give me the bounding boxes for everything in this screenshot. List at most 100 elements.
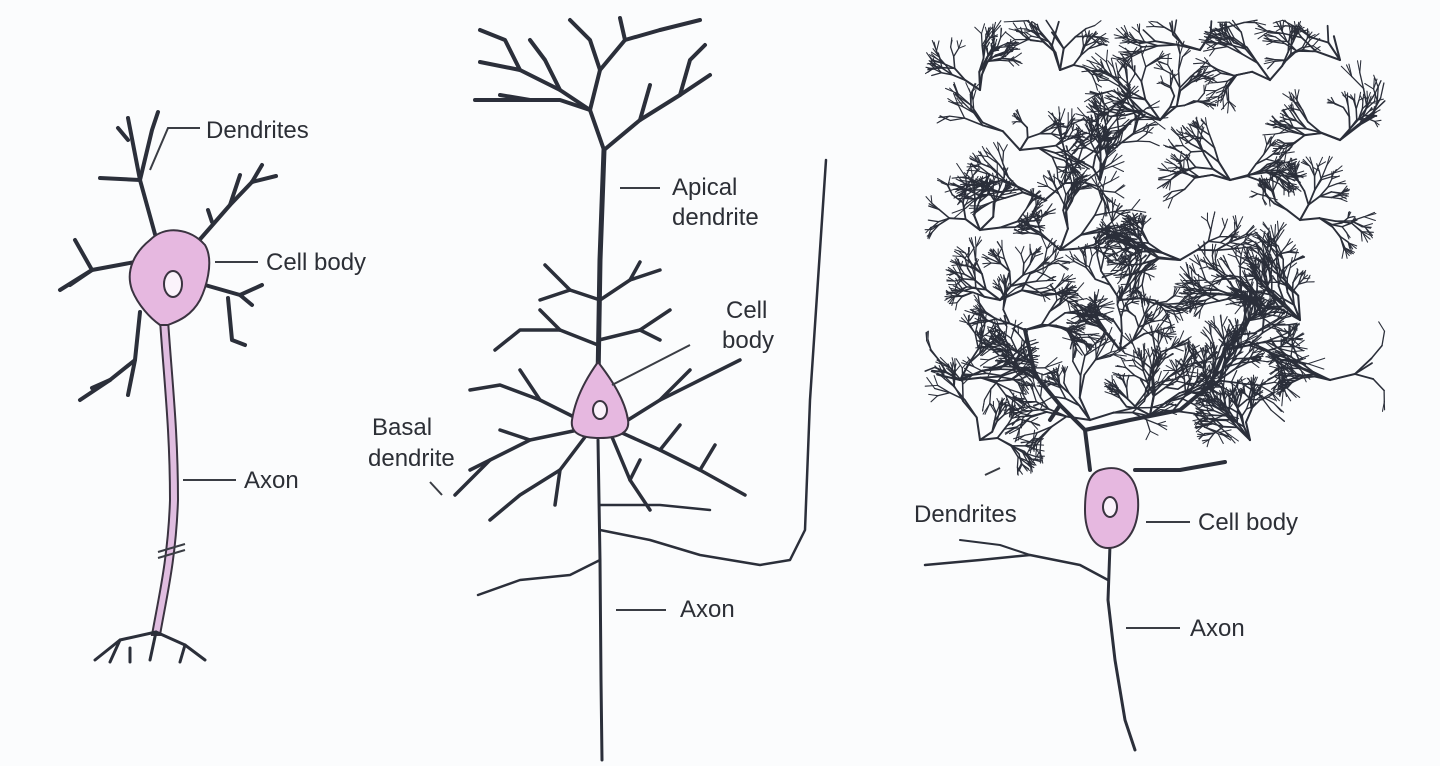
dendrite-branch xyxy=(1247,314,1263,322)
dendrite-branch xyxy=(1180,364,1193,371)
dendrite-branch xyxy=(1286,158,1297,163)
dendrite-branch xyxy=(1079,355,1086,377)
dendrite-branch xyxy=(989,388,992,405)
dendrite-branch xyxy=(1040,288,1056,294)
dendrite-branch xyxy=(1026,132,1041,139)
dendrite-branch xyxy=(1258,178,1271,182)
dendrite-branch xyxy=(1353,373,1375,380)
dendrite-branch xyxy=(1070,255,1081,262)
dendrite-branch xyxy=(1072,54,1082,66)
dendrite-branch xyxy=(1318,217,1333,226)
dendrite-branch xyxy=(1017,427,1021,441)
dendrite-branch xyxy=(1193,362,1205,370)
dendrite-branch xyxy=(1060,275,1070,282)
dendrite-branch xyxy=(1182,285,1194,294)
dendrite-branch xyxy=(1101,272,1116,278)
dendrite-branch xyxy=(1156,370,1162,384)
dendrite-branch xyxy=(1029,254,1033,265)
dendrite-branch xyxy=(1160,346,1172,357)
dendrite-branch xyxy=(972,89,977,101)
cell-body-leader-2 xyxy=(611,344,691,386)
dendrite-branch xyxy=(1257,351,1266,361)
dendrite-branch xyxy=(947,175,951,186)
dendrite-branch xyxy=(1093,199,1103,217)
apical-dendrite-label-1: Apical xyxy=(672,174,737,201)
dendrite-branch xyxy=(1140,221,1144,233)
dendrite-branch xyxy=(1096,185,1103,201)
dendrite-branch xyxy=(1208,134,1216,149)
dendrite-branch xyxy=(1147,381,1162,396)
dendrite-branch xyxy=(1339,198,1348,203)
dendrite-branch xyxy=(953,47,960,58)
dendrite-branch xyxy=(1094,355,1112,361)
dendrite-branch xyxy=(1331,226,1342,239)
dendrite-branch xyxy=(1231,337,1237,351)
dendrite-branch xyxy=(989,403,997,414)
dendrite-branch xyxy=(1009,282,1025,287)
dendrite-branch xyxy=(1173,19,1178,34)
dendrite-branch xyxy=(1065,207,1069,230)
dendrite-branch xyxy=(1163,191,1173,198)
dendrite-branch xyxy=(1003,426,1018,430)
dendrite-branch xyxy=(1144,257,1160,271)
dendrite-branch xyxy=(1025,200,1034,211)
dendrite-branch xyxy=(1230,331,1238,341)
dendrite-branch xyxy=(1064,309,1085,314)
dendrite-branch xyxy=(1177,309,1184,322)
dendrite-branch xyxy=(1067,179,1079,193)
dendrite-branch xyxy=(1111,249,1119,257)
dendrite-branch xyxy=(1170,359,1178,369)
dendrite-branch xyxy=(1022,409,1034,419)
dendrite-branch xyxy=(1119,392,1129,400)
dendrite-branch xyxy=(1293,170,1305,175)
dendrite-branch xyxy=(1218,226,1226,238)
dendrite-branch xyxy=(992,282,1002,288)
dendrite-branch xyxy=(1211,359,1217,371)
dendrite-branch xyxy=(1186,350,1196,361)
dendrite-branch xyxy=(1374,119,1382,122)
dendrite-branch xyxy=(1145,379,1152,390)
dendrite-branch xyxy=(1209,341,1212,350)
dendrite-branch xyxy=(1318,186,1329,198)
dendrite-branch xyxy=(1174,287,1181,297)
dendrite-branch xyxy=(1020,441,1031,444)
dendrite-branch xyxy=(1165,393,1186,403)
dendrite-branch xyxy=(984,175,991,183)
dendrite-branch xyxy=(1102,245,1114,249)
dendrite-branch xyxy=(1044,204,1052,215)
dendrite-branch xyxy=(1221,316,1228,328)
dendrite-branch xyxy=(1000,192,1011,196)
dendrite-branch xyxy=(1176,380,1187,384)
dendrite-branch xyxy=(1094,278,1111,286)
dendrite-branch xyxy=(1132,241,1147,248)
dendrite-branch xyxy=(981,349,991,357)
dendrite-branch xyxy=(1182,361,1199,367)
dendrite-branch xyxy=(1203,256,1209,268)
dendrite-branch xyxy=(959,263,973,268)
dendrite-branch xyxy=(1235,256,1241,267)
dendrite-branch xyxy=(1270,409,1286,422)
dendrite-branch xyxy=(1050,44,1062,72)
dendrite-branch xyxy=(1187,275,1198,285)
apical-tuft xyxy=(473,16,712,152)
dendrite-branch xyxy=(999,274,1005,286)
dendrite-branch xyxy=(978,301,987,313)
dendrite-branch xyxy=(950,101,965,104)
dendrite-branch xyxy=(1266,301,1276,307)
dendrite-branch xyxy=(1126,69,1129,83)
dendrite-branch xyxy=(1288,25,1291,33)
dendrite-branch xyxy=(1284,372,1295,375)
dendrite-branch xyxy=(1093,236,1106,246)
multipolar-neuron: Dendrites Cell body Axon xyxy=(58,110,366,664)
dendrite-branch xyxy=(1083,342,1093,347)
dendrite-branch xyxy=(970,237,975,249)
dendrite-branch xyxy=(1004,31,1016,41)
dendrite-branch xyxy=(1287,322,1298,326)
dendrite-branch xyxy=(1069,340,1073,350)
dendrite-branch xyxy=(1213,261,1219,270)
dendrite-branch xyxy=(1294,339,1305,348)
dendrite-branch xyxy=(1156,423,1168,431)
dendrite-branch xyxy=(1227,74,1238,88)
dendrite-branch xyxy=(1173,145,1184,147)
dendrite-branch xyxy=(1140,80,1147,101)
